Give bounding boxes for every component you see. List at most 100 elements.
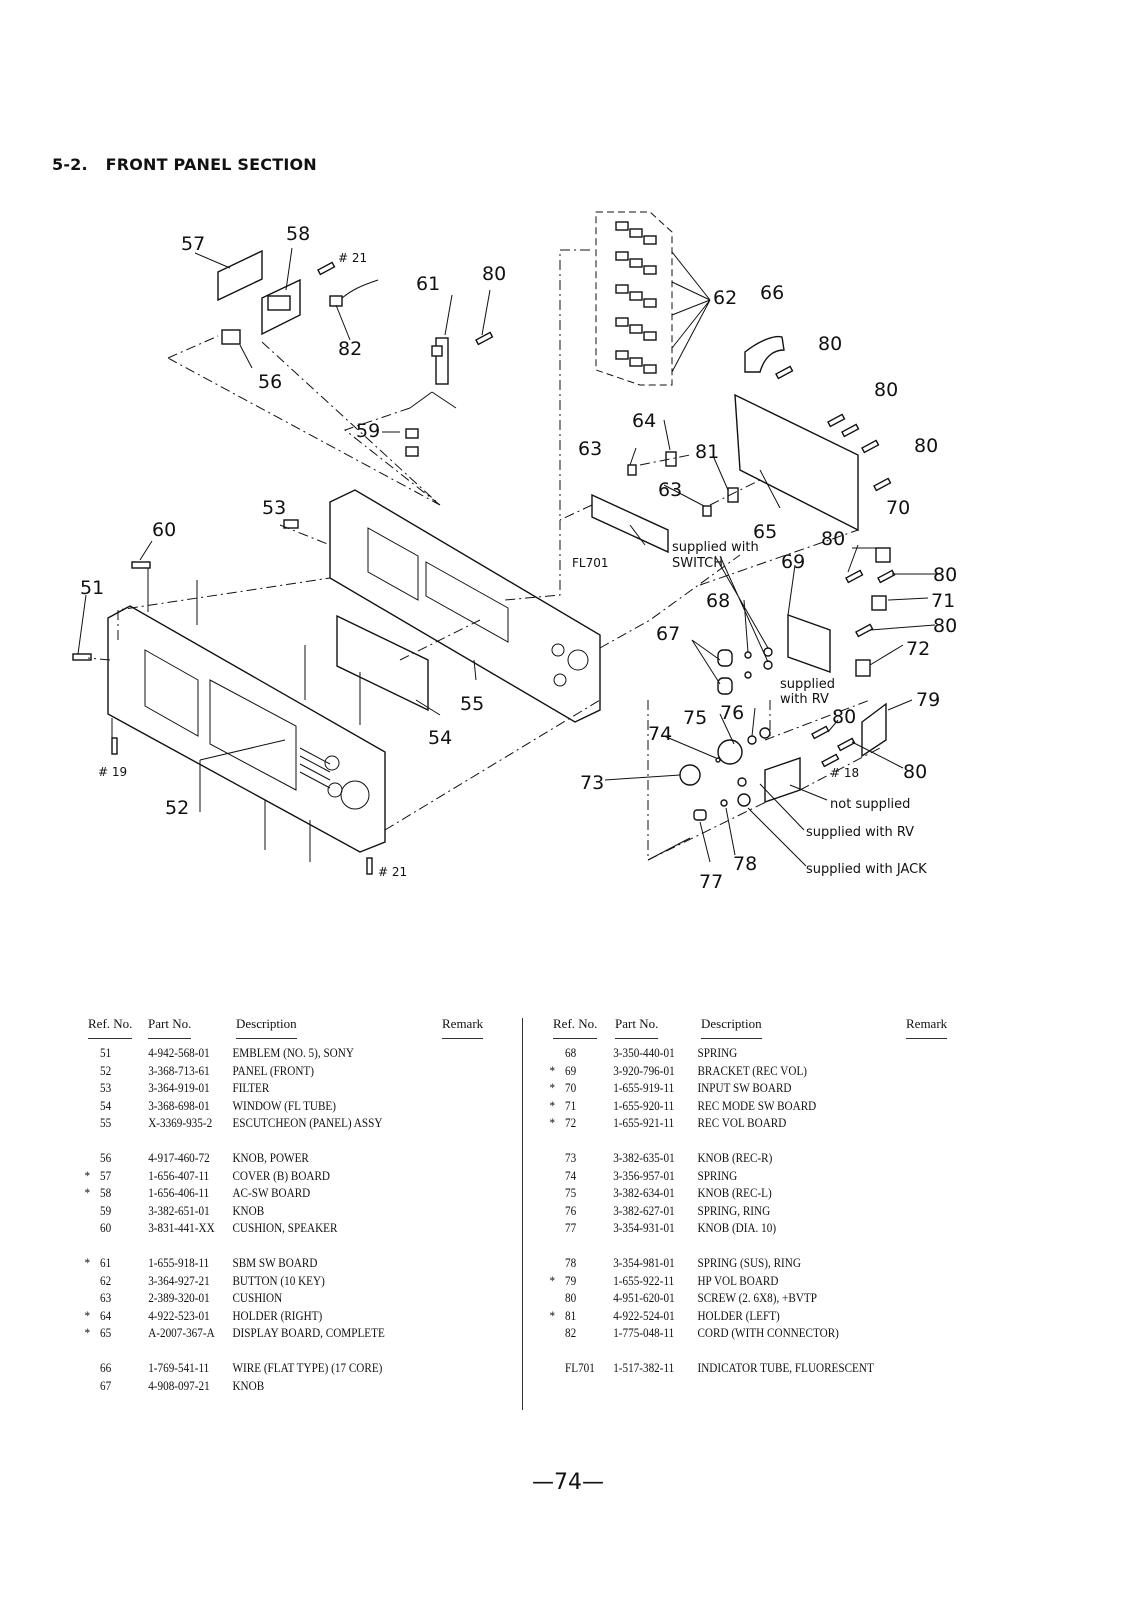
row-part-no: 3-920-796-01 bbox=[613, 1062, 675, 1078]
row-description: SPRING bbox=[697, 1167, 738, 1183]
row-ref-no: 68 bbox=[565, 1045, 577, 1060]
screw-icon bbox=[775, 365, 794, 380]
callout-63-b: 63 bbox=[658, 479, 682, 501]
row-description: KNOB, POWER bbox=[232, 1149, 309, 1165]
row-ref-no: 63 bbox=[100, 1290, 112, 1306]
row-ref-no: 60 bbox=[100, 1220, 112, 1236]
callout-67: 67 bbox=[656, 623, 680, 645]
row-group-gap bbox=[88, 1342, 488, 1359]
row-part-no: 3-368-713-61 bbox=[148, 1062, 210, 1078]
screw-icon bbox=[861, 439, 880, 454]
callout-57: 57 bbox=[181, 233, 205, 255]
row-part-no: 3-364-919-01 bbox=[148, 1080, 210, 1096]
callout-55: 55 bbox=[460, 693, 484, 715]
row-description: HP VOL BOARD bbox=[697, 1272, 779, 1288]
row-ref-no: 74 bbox=[565, 1167, 577, 1183]
part-54-window bbox=[336, 614, 429, 712]
row-part-no: 3-382-635-01 bbox=[613, 1149, 675, 1165]
part-57-cover-board bbox=[217, 249, 263, 302]
row-group-gap bbox=[553, 1342, 953, 1359]
part-74-spring bbox=[715, 757, 721, 763]
row-part-no: 3-831-441-XX bbox=[148, 1220, 215, 1236]
row-part-no: 4-942-568-01 bbox=[148, 1045, 210, 1060]
header-ref-no: Ref. No. bbox=[553, 1016, 598, 1039]
callout-81: 81 bbox=[695, 441, 719, 463]
row-ref-no: 73 bbox=[565, 1149, 577, 1165]
row-star-marker: * bbox=[84, 1325, 91, 1341]
part-53-filter bbox=[283, 519, 299, 529]
part-59-knob bbox=[405, 446, 419, 457]
row-ref-no: FL701 bbox=[565, 1359, 595, 1375]
part-59-knob bbox=[405, 428, 419, 439]
callout-54: 54 bbox=[428, 727, 452, 749]
row-description: COVER (B) BOARD bbox=[232, 1167, 331, 1183]
screw-icon bbox=[827, 413, 846, 428]
rv-nut bbox=[759, 727, 771, 739]
row-part-no: 3-356-957-01 bbox=[613, 1167, 675, 1183]
callout-72: 72 bbox=[906, 638, 930, 660]
callout-80-b: 80 bbox=[818, 333, 842, 355]
callout-63-a: 63 bbox=[578, 438, 602, 460]
callout-59: 59 bbox=[356, 420, 380, 442]
row-description: FILTER bbox=[232, 1080, 270, 1096]
row-part-no: A-2007-367-A bbox=[148, 1325, 215, 1341]
callout-75: 75 bbox=[683, 707, 707, 729]
row-description: CUSHION bbox=[232, 1290, 283, 1306]
callout-73: 73 bbox=[580, 772, 604, 794]
callout-80-g: 80 bbox=[933, 615, 957, 637]
callout-58: 58 bbox=[286, 223, 310, 245]
row-description: SPRING, RING bbox=[697, 1202, 771, 1218]
row-star-marker: * bbox=[84, 1254, 91, 1270]
row-ref-no: 54 bbox=[100, 1097, 112, 1113]
part-56-power-knob bbox=[221, 329, 241, 345]
row-part-no: 3-368-698-01 bbox=[148, 1097, 210, 1113]
row-description: CORD (WITH CONNECTOR) bbox=[697, 1325, 839, 1341]
row-part-no: 1-655-918-11 bbox=[148, 1254, 210, 1270]
page-number: —74— bbox=[532, 1470, 604, 1495]
row-part-no: 1-656-406-11 bbox=[148, 1185, 210, 1201]
row-group-gap bbox=[88, 1132, 488, 1149]
jack-nut bbox=[737, 793, 751, 807]
row-ref-no: 56 bbox=[100, 1149, 112, 1165]
note-supplied-with-rv-top-1: supplied bbox=[780, 677, 835, 692]
row-star-marker: * bbox=[84, 1167, 91, 1183]
row-star-marker: * bbox=[549, 1080, 556, 1096]
row-description: REC MODE SW BOARD bbox=[697, 1097, 817, 1113]
screw-icon bbox=[855, 623, 874, 638]
part-73-knob-rec-r bbox=[679, 764, 701, 786]
section-title: 5-2. FRONT PANEL SECTION bbox=[52, 155, 317, 174]
row-description: SBM SW BOARD bbox=[232, 1254, 318, 1270]
part-78-spring-ring bbox=[720, 799, 728, 807]
exploded-view-diagram: 57 58 # 21 82 56 61 80 59 62 66 80 80 80… bbox=[72, 211, 957, 893]
part-fl701-fluorescent-tube bbox=[591, 493, 669, 554]
callout-82: 82 bbox=[338, 338, 362, 360]
callout-69: 69 bbox=[781, 551, 805, 573]
row-description: CUSHION, SPEAKER bbox=[232, 1220, 338, 1236]
row-part-no: 3-364-927-21 bbox=[148, 1272, 210, 1288]
row-star-marker: * bbox=[549, 1062, 556, 1078]
part-70-input-sw-board bbox=[875, 547, 891, 563]
row-part-no: 1-655-920-11 bbox=[613, 1097, 675, 1113]
part-62-button-group-outline bbox=[595, 211, 673, 386]
part-82-cord-connector bbox=[329, 295, 343, 307]
part-60-speaker-cushion bbox=[131, 561, 151, 569]
row-description: WIRE (FLAT TYPE) (17 CORE) bbox=[232, 1359, 383, 1375]
row-description: KNOB (REC-L) bbox=[697, 1185, 772, 1201]
row-part-no: 1-656-407-11 bbox=[148, 1167, 210, 1183]
row-ref-no: 58 bbox=[100, 1185, 112, 1201]
